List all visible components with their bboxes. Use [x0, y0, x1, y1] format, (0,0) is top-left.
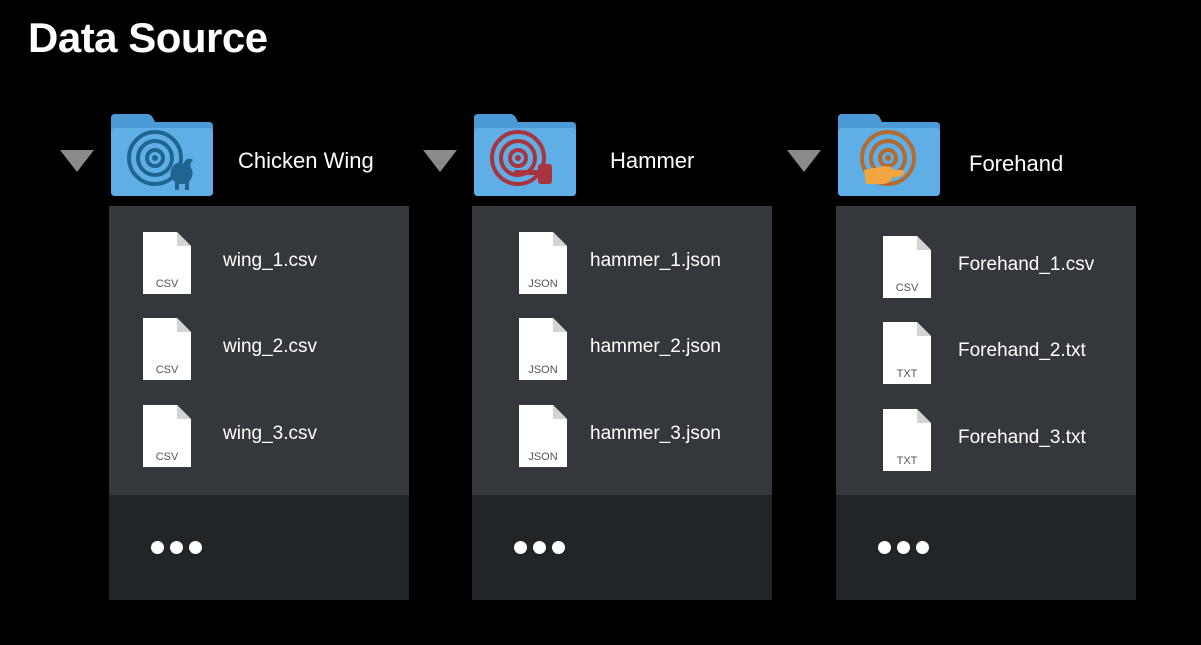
svg-text:CSV: CSV	[156, 364, 179, 376]
folder-column-hammer: Hammer JSON hammer_1.json JSON hammer_2.…	[419, 0, 781, 645]
more-icon[interactable]	[514, 541, 565, 554]
disclosure-triangle-icon[interactable]	[423, 150, 457, 172]
target-rooster-folder-icon[interactable]	[109, 112, 215, 196]
file-item[interactable]: CSV wing_1.csv	[141, 230, 401, 298]
json-file-icon: JSON	[519, 405, 567, 467]
file-name: hammer_2.json	[590, 336, 721, 357]
file-item[interactable]: CSV wing_2.csv	[141, 316, 401, 384]
svg-text:TXT: TXT	[897, 455, 918, 467]
txt-file-icon: TXT	[883, 409, 931, 471]
file-item[interactable]: JSON hammer_3.json	[517, 403, 777, 471]
json-file-icon: JSON	[519, 232, 567, 294]
folder-column-forehand: Forehand CSV Forehand_1.csv TXT Forehand…	[783, 0, 1145, 645]
file-item[interactable]: JSON hammer_2.json	[517, 316, 777, 384]
csv-file-icon: CSV	[143, 318, 191, 380]
disclosure-triangle-icon[interactable]	[787, 150, 821, 172]
svg-text:CSV: CSV	[156, 278, 179, 290]
more-icon[interactable]	[878, 541, 929, 554]
folder-column-chicken-wing: Chicken Wing CSV wing_1.csv CSV wing_2.c…	[56, 0, 418, 645]
file-item[interactable]: TXT Forehand_3.txt	[881, 407, 1141, 475]
more-files-area	[472, 495, 772, 600]
file-item[interactable]: JSON hammer_1.json	[517, 230, 777, 298]
file-name: Forehand_1.csv	[958, 254, 1095, 275]
file-name: wing_2.csv	[223, 336, 317, 357]
file-list-panel: CSV Forehand_1.csv TXT Forehand_2.txt TX…	[836, 206, 1136, 600]
svg-text:JSON: JSON	[528, 364, 557, 376]
file-item[interactable]: CSV wing_3.csv	[141, 403, 401, 471]
file-name: Forehand_3.txt	[958, 427, 1086, 448]
csv-file-icon: CSV	[143, 232, 191, 294]
target-hammer-folder-icon[interactable]	[472, 112, 578, 196]
file-list-panel: JSON hammer_1.json JSON hammer_2.json JS…	[472, 206, 772, 600]
file-item[interactable]: TXT Forehand_2.txt	[881, 320, 1141, 388]
disclosure-triangle-icon[interactable]	[60, 150, 94, 172]
folder-label[interactable]: Hammer	[610, 148, 695, 173]
more-icon[interactable]	[151, 541, 202, 554]
svg-text:CSV: CSV	[156, 451, 179, 463]
file-name: hammer_3.json	[590, 423, 721, 444]
json-file-icon: JSON	[519, 318, 567, 380]
folder-label[interactable]: Chicken Wing	[238, 148, 374, 173]
csv-file-icon: CSV	[883, 236, 931, 298]
more-files-area	[836, 495, 1136, 600]
file-list-panel: CSV wing_1.csv CSV wing_2.csv CSV wing_3…	[109, 206, 409, 600]
page-title: Data Source	[28, 14, 268, 61]
folder-label[interactable]: Forehand	[969, 151, 1064, 176]
more-files-area	[109, 495, 409, 600]
svg-text:JSON: JSON	[528, 451, 557, 463]
file-name: hammer_1.json	[590, 250, 721, 271]
csv-file-icon: CSV	[143, 405, 191, 467]
file-name: Forehand_2.txt	[958, 340, 1086, 361]
file-name: wing_1.csv	[223, 250, 317, 271]
svg-text:TXT: TXT	[897, 368, 918, 380]
file-name: wing_3.csv	[223, 423, 317, 444]
txt-file-icon: TXT	[883, 322, 931, 384]
file-item[interactable]: CSV Forehand_1.csv	[881, 234, 1141, 302]
svg-text:JSON: JSON	[528, 278, 557, 290]
svg-text:CSV: CSV	[896, 282, 919, 294]
target-hand-folder-icon[interactable]	[836, 112, 942, 196]
